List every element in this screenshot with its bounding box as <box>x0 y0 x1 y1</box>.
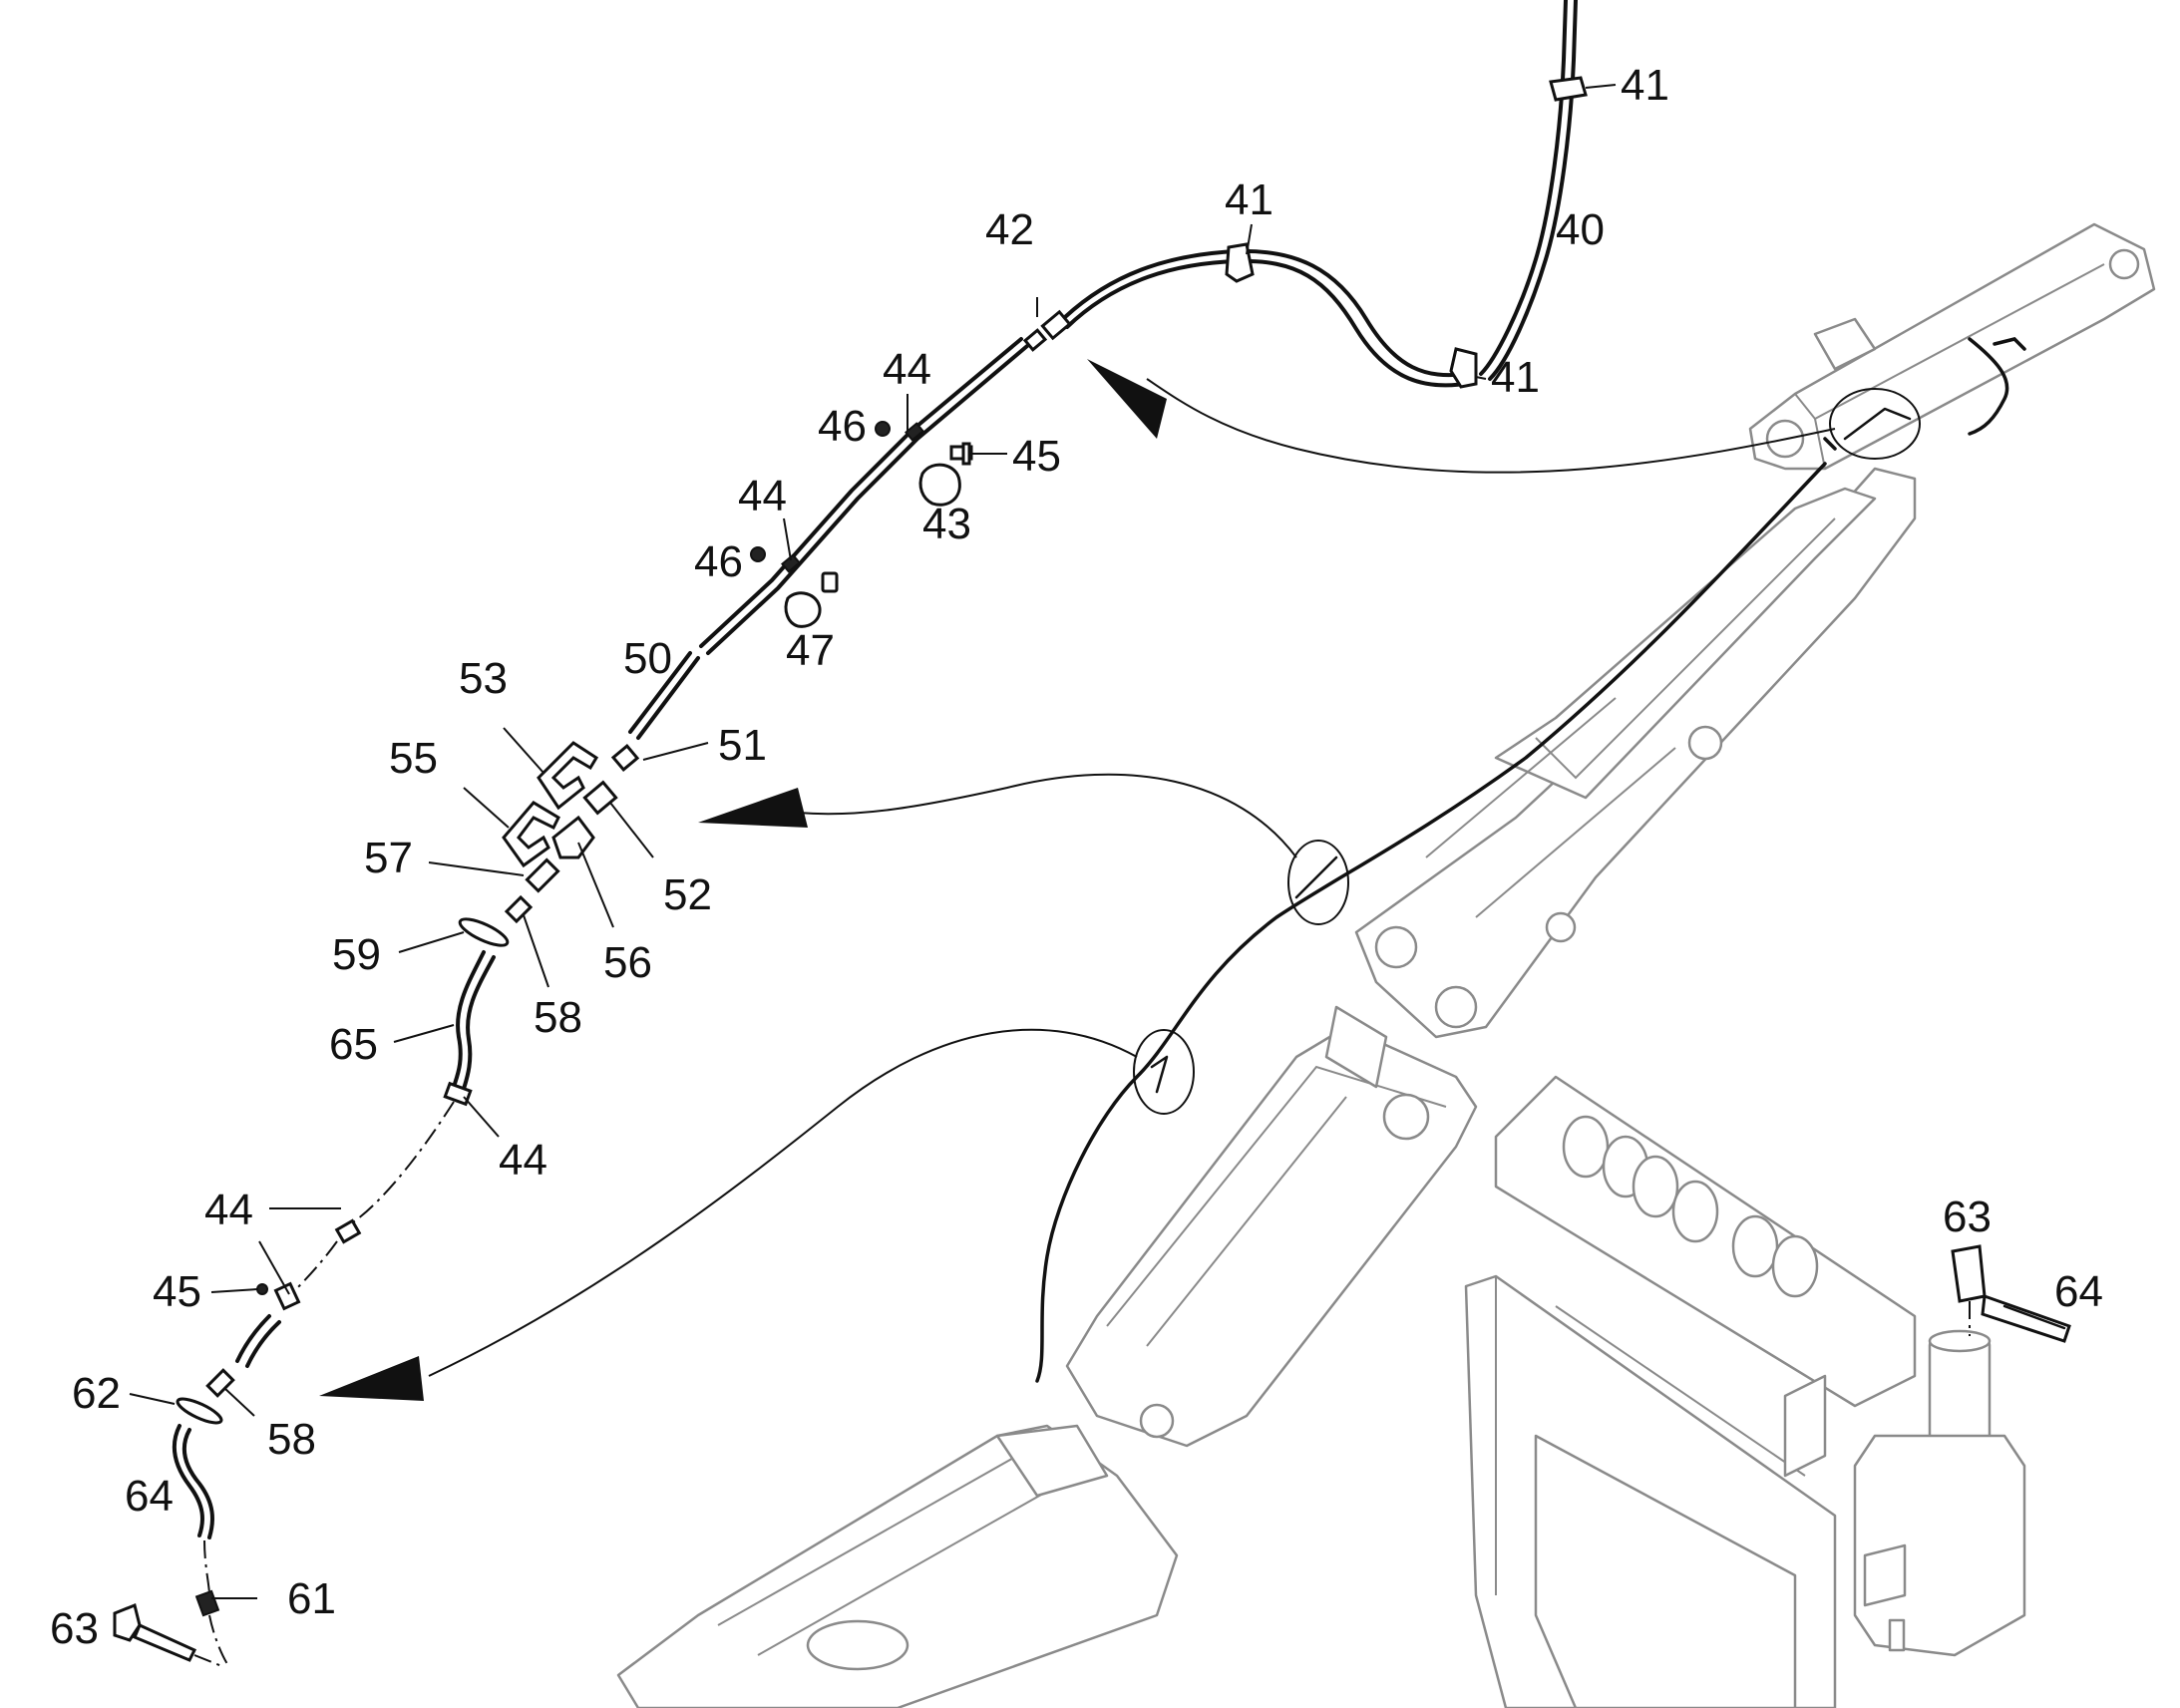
lower-frame <box>616 1424 1179 1708</box>
nut-46-a <box>875 421 891 437</box>
detail-circle-middle <box>1287 840 1349 925</box>
screw-45-bottom <box>256 1283 268 1295</box>
callout-41: 41 <box>1491 353 1540 402</box>
callout-41: 41 <box>1621 61 1669 110</box>
hose-65 <box>452 950 486 1089</box>
leader-lines <box>129 84 1617 1599</box>
clamp-44-a <box>905 422 924 442</box>
hose-assembly <box>113 0 2071 1668</box>
clip-41-top <box>1549 76 1588 102</box>
machine-outline <box>616 222 2156 1708</box>
callout-41: 41 <box>1225 175 1273 224</box>
stick-middle-section <box>1065 1005 1478 1448</box>
callout-58: 58 <box>534 993 582 1042</box>
hose-curve <box>1063 248 1468 378</box>
bracket-53 <box>537 741 599 811</box>
clamp-47 <box>784 591 822 628</box>
clamp-44-b <box>781 553 801 573</box>
callout-56: 56 <box>603 938 652 987</box>
hose-40 <box>1479 0 1568 376</box>
callout-46: 46 <box>694 537 743 586</box>
nut-46-b <box>750 546 766 562</box>
clamp-44-d <box>334 1218 362 1244</box>
detail-pointers <box>319 359 1921 1401</box>
tee-63-right <box>1951 1244 1987 1303</box>
callout-57: 57 <box>364 834 413 882</box>
washer-59 <box>458 917 510 947</box>
block-45-bottom <box>273 1281 301 1311</box>
callout-61: 61 <box>287 1574 336 1623</box>
callout-42: 42 <box>985 205 1034 254</box>
callout-58: 58 <box>267 1415 316 1464</box>
callout-46: 46 <box>818 402 867 451</box>
fitting-58-a <box>504 894 534 924</box>
hydraulic-valve <box>1853 1329 2026 1657</box>
callout-62: 62 <box>72 1369 121 1418</box>
arrowhead-top <box>1087 359 1167 439</box>
upper-frame <box>1464 1274 1837 1708</box>
callout-44: 44 <box>883 345 931 394</box>
stick-top-section <box>1748 222 2156 471</box>
callout-64: 64 <box>2054 1267 2103 1316</box>
bolt-64-right <box>1981 1293 2071 1343</box>
centerline-a <box>346 1101 455 1227</box>
callout-51: 51 <box>718 721 767 770</box>
valve-block <box>1494 1075 1917 1408</box>
fitting-42 <box>1040 309 1072 341</box>
fitting-61 <box>194 1589 220 1617</box>
callout-44: 44 <box>204 1186 253 1234</box>
fitting-52 <box>582 780 618 816</box>
bolt-64-bottom <box>133 1622 197 1662</box>
callout-63: 63 <box>50 1604 99 1653</box>
callout-45: 45 <box>153 1267 201 1316</box>
bolt-47 <box>821 571 839 593</box>
washer-62 <box>176 1397 223 1425</box>
detail-circle-top <box>1829 388 1921 460</box>
callout-44: 44 <box>738 472 787 520</box>
callout-40: 40 <box>1556 205 1605 254</box>
centerline-b <box>203 1539 210 1596</box>
clamp-43 <box>918 463 961 507</box>
callout-labels: 41 41 40 41 42 44 46 45 43 44 46 47 50 5… <box>50 61 2103 1653</box>
callout-52: 52 <box>663 870 712 919</box>
callout-64: 64 <box>125 1472 174 1521</box>
arrowhead-bottom <box>319 1356 424 1401</box>
bracket-55 <box>502 801 560 868</box>
callout-65: 65 <box>329 1020 378 1069</box>
arrowhead-middle <box>698 788 808 828</box>
callout-59: 59 <box>332 930 381 979</box>
clip-41-right <box>1449 347 1478 389</box>
tee-63-bottom <box>113 1602 142 1642</box>
boom-arm <box>1354 467 1917 1039</box>
callout-43: 43 <box>922 500 971 548</box>
callout-47: 47 <box>786 626 835 675</box>
hose-short <box>235 1314 271 1363</box>
callout-55: 55 <box>389 734 438 783</box>
callout-45: 45 <box>1012 432 1061 481</box>
clamp-44-c <box>443 1081 473 1107</box>
fitting-51 <box>610 743 640 773</box>
callout-50: 50 <box>623 634 672 683</box>
callout-63: 63 <box>1943 1193 1992 1241</box>
detail-circle-bottom <box>1133 1029 1195 1115</box>
callout-44: 44 <box>499 1136 547 1185</box>
wire-harness <box>1035 337 2026 1383</box>
callout-53: 53 <box>459 654 508 703</box>
coupling-57 <box>525 857 560 893</box>
clip-41-middle <box>1225 242 1255 283</box>
tube-50 <box>706 344 1029 655</box>
hose-64 <box>172 1424 204 1537</box>
adapter-56 <box>551 815 595 859</box>
